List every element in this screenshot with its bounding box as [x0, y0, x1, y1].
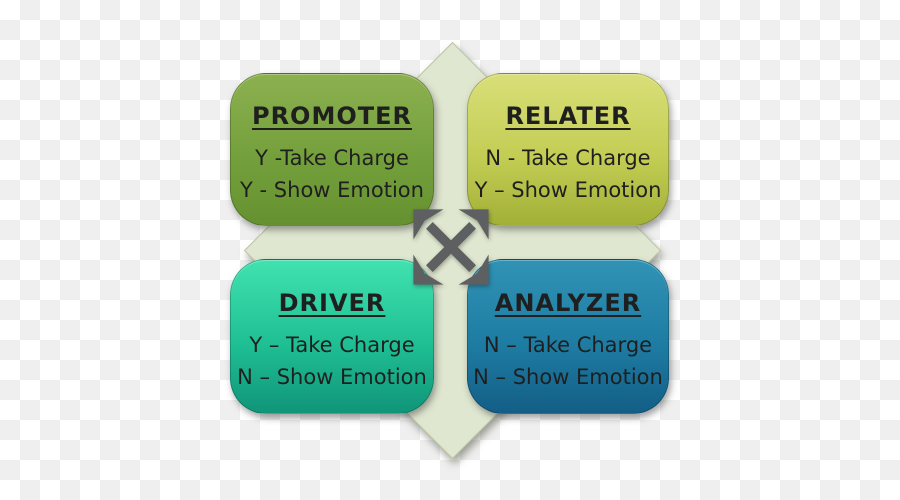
quadrant-title: RELATER: [505, 101, 631, 130]
quadrant-driver: DRIVER Y – Take Charge N – Show Emotion: [230, 259, 434, 414]
quadrant-trait-line: N – Show Emotion: [473, 364, 663, 389]
quadrant-trait-line: N – Show Emotion: [237, 364, 427, 389]
four-way-diagonal-arrows-icon: [413, 209, 489, 285]
quadrant-promoter: PROMOTER Y -Take Charge Y - Show Emotion: [230, 73, 434, 226]
quadrant-trait-line: Y - Show Emotion: [240, 177, 424, 202]
quadrant-analyzer: ANALYZER N – Take Charge N – Show Emotio…: [467, 259, 669, 414]
quadrant-trait-line: Y – Show Emotion: [474, 177, 662, 202]
quadrant-trait-line: N – Take Charge: [483, 332, 653, 357]
quadrant-title: DRIVER: [278, 288, 386, 317]
quadrant-title: ANALYZER: [494, 288, 642, 317]
quadrant-title: PROMOTER: [251, 101, 412, 130]
quadrant-trait-line: N - Take Charge: [485, 145, 651, 170]
quadrant-trait-line: Y – Take Charge: [249, 332, 415, 357]
quadrant-trait-line: Y -Take Charge: [255, 145, 409, 170]
quadrant-relater: RELATER N - Take Charge Y – Show Emotion: [467, 73, 669, 226]
